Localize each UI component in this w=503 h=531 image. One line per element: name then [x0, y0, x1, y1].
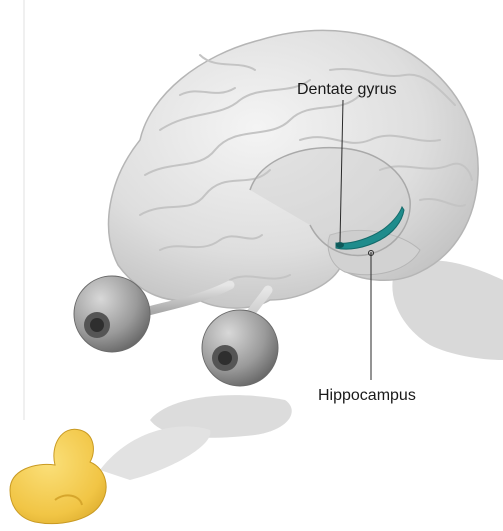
label-dentate-gyrus: Dentate gyrus: [297, 81, 397, 98]
label-hippocampus: Hippocampus: [318, 387, 416, 404]
dentate-gyrus-dot: [336, 242, 344, 248]
rubber-duck: [10, 429, 106, 523]
left-eye: [74, 276, 150, 352]
right-eye: [202, 310, 278, 386]
duck-shadow: [100, 426, 210, 480]
